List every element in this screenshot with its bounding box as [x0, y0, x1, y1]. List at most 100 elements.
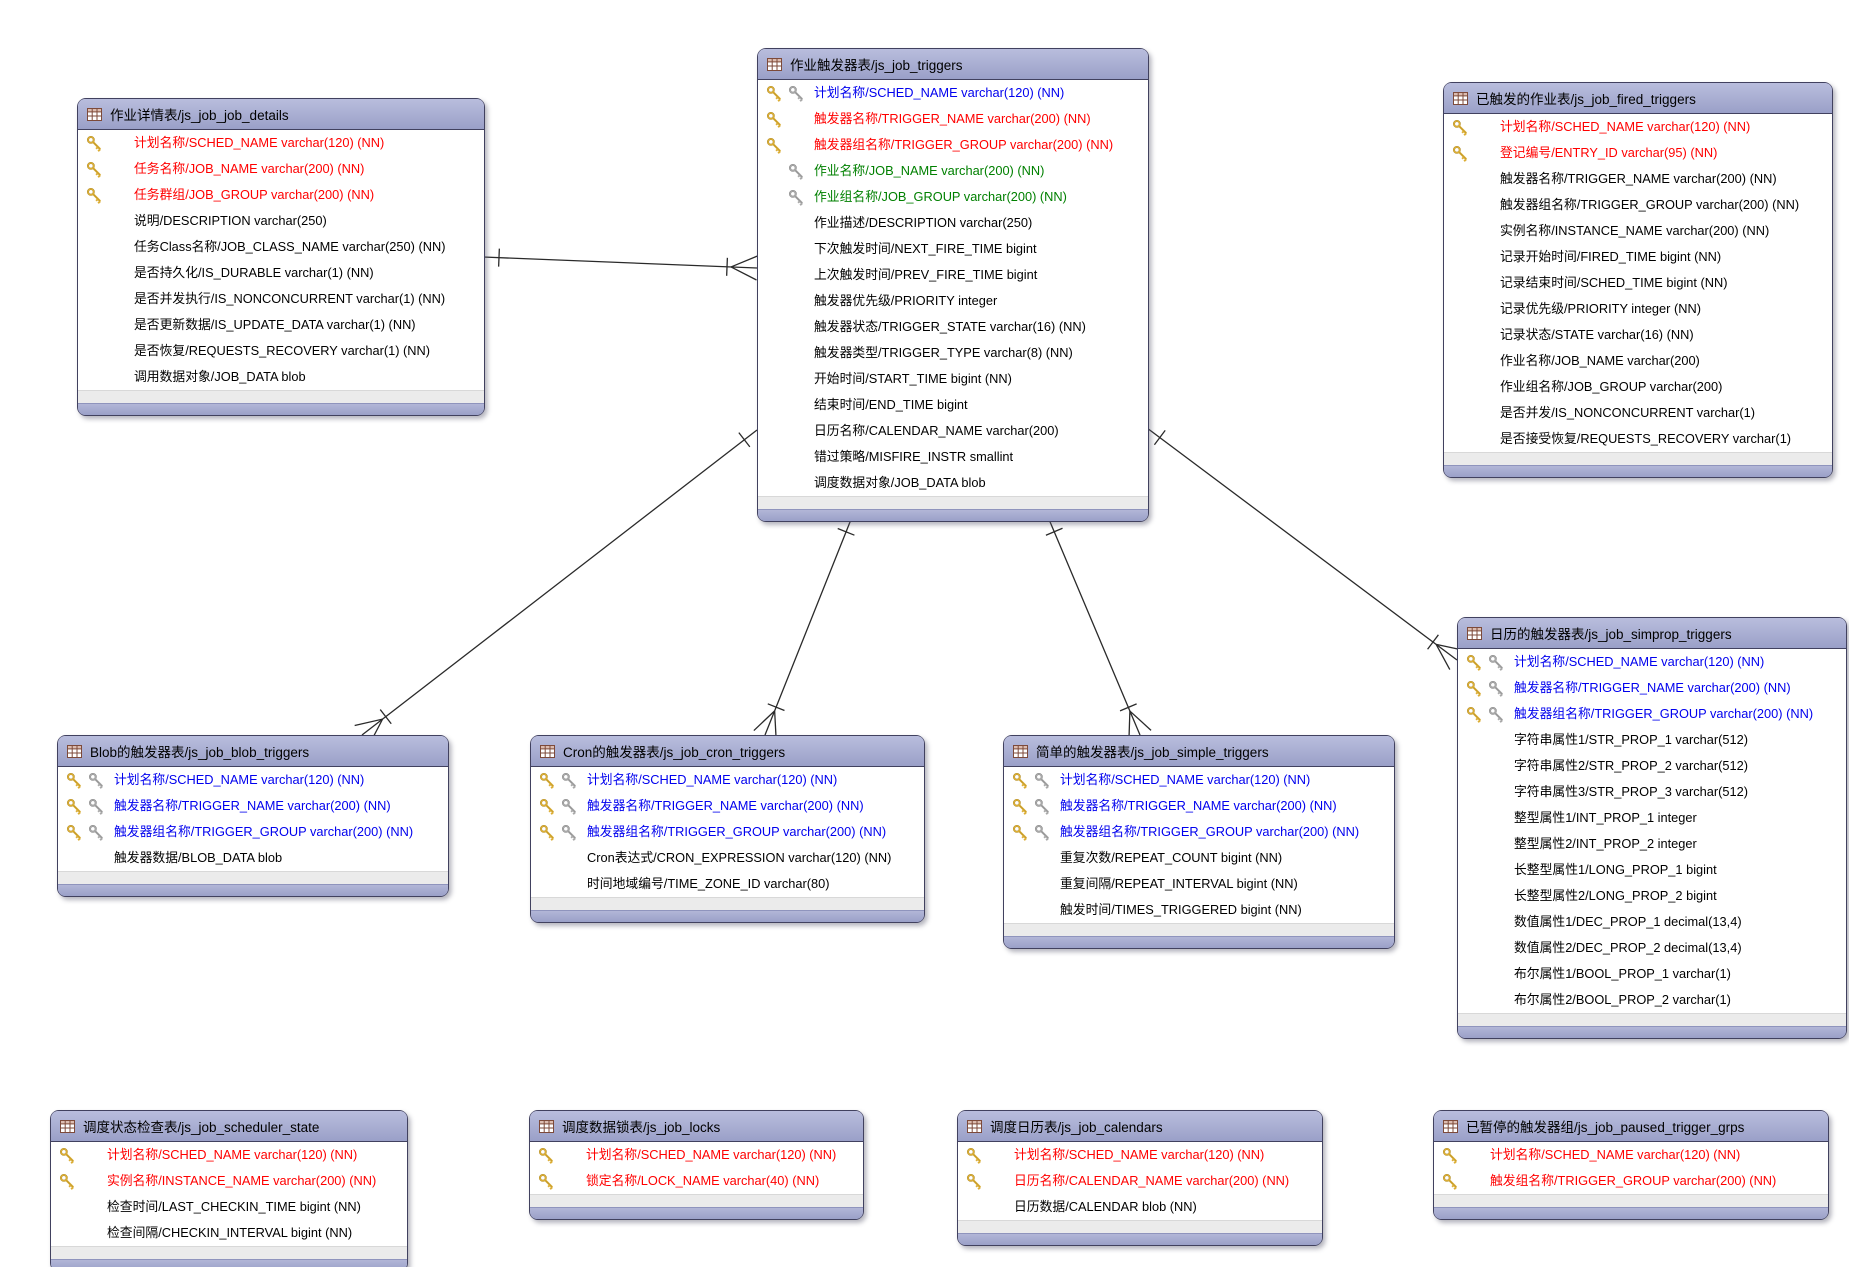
relationship-triggers-blob_triggers[interactable] [354, 429, 758, 745]
table-column-row[interactable]: 字符串属性2/STR_PROP_2 varchar(512) [1458, 753, 1846, 779]
table-column-row[interactable]: 触发器组名称/TRIGGER_GROUP varchar(200) (NN) [1458, 701, 1846, 727]
table-column-row[interactable]: 触发时间/TIMES_TRIGGERED bigint (NN) [1004, 897, 1394, 923]
table-column-row[interactable]: 时间地域编号/TIME_ZONE_ID varchar(80) [531, 871, 924, 897]
relationship-triggers-simprop_triggers[interactable] [1146, 427, 1465, 670]
table-column-row[interactable]: 计划名称/SCHED_NAME varchar(120) (NN) [758, 80, 1148, 106]
table-column-row[interactable]: 任务Class名称/JOB_CLASS_NAME varchar(250) (N… [78, 234, 484, 260]
table-column-row[interactable]: 是否并发执行/IS_NONCONCURRENT varchar(1) (NN) [78, 286, 484, 312]
table-column-row[interactable]: 日历数据/CALENDAR blob (NN) [958, 1194, 1322, 1220]
table-column-row[interactable]: 重复间隔/REPEAT_INTERVAL bigint (NN) [1004, 871, 1394, 897]
table-column-row[interactable]: 计划名称/SCHED_NAME varchar(120) (NN) [78, 130, 484, 156]
table-column-row[interactable]: 触发器名称/TRIGGER_NAME varchar(200) (NN) [1458, 675, 1846, 701]
table-column-row[interactable]: 触发器名称/TRIGGER_NAME varchar(200) (NN) [58, 793, 448, 819]
table-column-row[interactable]: 触发器状态/TRIGGER_STATE varchar(16) (NN) [758, 314, 1148, 340]
table-column-row[interactable]: 触发器名称/TRIGGER_NAME varchar(200) (NN) [531, 793, 924, 819]
table-header[interactable]: 作业触发器表/js_job_triggers [758, 49, 1148, 80]
table-column-row[interactable]: 触发器名称/TRIGGER_NAME varchar(200) (NN) [1004, 793, 1394, 819]
table-column-row[interactable]: 重复次数/REPEAT_COUNT bigint (NN) [1004, 845, 1394, 871]
table-column-row[interactable]: 触发器名称/TRIGGER_NAME varchar(200) (NN) [758, 106, 1148, 132]
table-column-row[interactable]: 检查时间/LAST_CHECKIN_TIME bigint (NN) [51, 1194, 407, 1220]
table-column-row[interactable]: 触发器组名称/TRIGGER_GROUP varchar(200) (NN) [1444, 192, 1832, 218]
table-column-row[interactable]: 布尔属性2/BOOL_PROP_2 varchar(1) [1458, 987, 1846, 1013]
table-column-row[interactable]: 作业组名称/JOB_GROUP varchar(200) (NN) [758, 184, 1148, 210]
table-header[interactable]: 简单的触发器表/js_job_simple_triggers [1004, 736, 1394, 767]
table-column-row[interactable]: 触发器组名称/TRIGGER_GROUP varchar(200) (NN) [758, 132, 1148, 158]
table-column-row[interactable]: 是否接受恢复/REQUESTS_RECOVERY varchar(1) [1444, 426, 1832, 452]
table-header[interactable]: 调度数据锁表/js_job_locks [530, 1111, 863, 1142]
table-column-row[interactable]: 锁定名称/LOCK_NAME varchar(40) (NN) [530, 1168, 863, 1194]
table-column-row[interactable]: 数值属性2/DEC_PROP_2 decimal(13,4) [1458, 935, 1846, 961]
table-header[interactable]: Blob的触发器表/js_job_blob_triggers [58, 736, 448, 767]
table-column-row[interactable]: 记录状态/STATE varchar(16) (NN) [1444, 322, 1832, 348]
table-column-row[interactable]: 日历名称/CALENDAR_NAME varchar(200) (NN) [958, 1168, 1322, 1194]
table-column-row[interactable]: 触发器组名称/TRIGGER_GROUP varchar(200) (NN) [58, 819, 448, 845]
table-column-row[interactable]: 触发组名称/TRIGGER_GROUP varchar(200) (NN) [1434, 1168, 1828, 1194]
table-column-row[interactable]: 计划名称/SCHED_NAME varchar(120) (NN) [51, 1142, 407, 1168]
table-column-row[interactable]: 记录结束时间/SCHED_TIME bigint (NN) [1444, 270, 1832, 296]
table-column-row[interactable]: 数值属性1/DEC_PROP_1 decimal(13,4) [1458, 909, 1846, 935]
table-column-row[interactable]: 计划名称/SCHED_NAME varchar(120) (NN) [1004, 767, 1394, 793]
table-column-row[interactable]: 结束时间/END_TIME bigint [758, 392, 1148, 418]
table-column-row[interactable]: 字符串属性1/STR_PROP_1 varchar(512) [1458, 727, 1846, 753]
table-column-row[interactable]: 下次触发时间/NEXT_FIRE_TIME bigint [758, 236, 1148, 262]
table-column-row[interactable]: 调度数据对象/JOB_DATA blob [758, 470, 1148, 496]
table-header[interactable]: 已暂停的触发器组/js_job_paused_trigger_grps [1434, 1111, 1828, 1142]
table-column-row[interactable]: 触发器优先级/PRIORITY integer [758, 288, 1148, 314]
table-column-row[interactable]: 作业名称/JOB_NAME varchar(200) (NN) [758, 158, 1148, 184]
table-column-row[interactable]: Cron表达式/CRON_EXPRESSION varchar(120) (NN… [531, 845, 924, 871]
table-column-row[interactable]: 作业名称/JOB_NAME varchar(200) [1444, 348, 1832, 374]
table-header[interactable]: 作业详情表/js_job_job_details [78, 99, 484, 130]
table-column-row[interactable]: 计划名称/SCHED_NAME varchar(120) (NN) [531, 767, 924, 793]
table-column-row[interactable]: 是否持久化/IS_DURABLE varchar(1) (NN) [78, 260, 484, 286]
table-column-row[interactable]: 日历名称/CALENDAR_NAME varchar(200) [758, 418, 1148, 444]
table-column-row[interactable]: 计划名称/SCHED_NAME varchar(120) (NN) [530, 1142, 863, 1168]
table-column-row[interactable]: 计划名称/SCHED_NAME varchar(120) (NN) [58, 767, 448, 793]
table-column-row[interactable]: 是否并发/IS_NONCONCURRENT varchar(1) [1444, 400, 1832, 426]
table-column-row[interactable]: 实例名称/INSTANCE_NAME varchar(200) (NN) [51, 1168, 407, 1194]
table-column-row[interactable]: 字符串属性3/STR_PROP_3 varchar(512) [1458, 779, 1846, 805]
table-header[interactable]: 已触发的作业表/js_job_fired_triggers [1444, 83, 1832, 114]
table-column-row[interactable]: 触发器组名称/TRIGGER_GROUP varchar(200) (NN) [531, 819, 924, 845]
relationship-triggers-cron_triggers[interactable] [753, 516, 855, 740]
table-header[interactable]: 调度日历表/js_job_calendars [958, 1111, 1322, 1142]
table-column-row[interactable]: 计划名称/SCHED_NAME varchar(120) (NN) [958, 1142, 1322, 1168]
table-column-row[interactable]: 任务群组/JOB_GROUP varchar(200) (NN) [78, 182, 484, 208]
table-column-row[interactable]: 记录开始时间/FIRED_TIME bigint (NN) [1444, 244, 1832, 270]
table-column-row[interactable]: 计划名称/SCHED_NAME varchar(120) (NN) [1458, 649, 1846, 675]
table-header[interactable]: Cron的触发器表/js_job_cron_triggers [531, 736, 924, 767]
table-column-row[interactable]: 上次触发时间/PREV_FIRE_TIME bigint [758, 262, 1148, 288]
table-column-row[interactable]: 调用数据对象/JOB_DATA blob [78, 364, 484, 390]
table-column-row[interactable]: 开始时间/START_TIME bigint (NN) [758, 366, 1148, 392]
table-column-row[interactable]: 错过策略/MISFIRE_INSTR smallint [758, 444, 1148, 470]
table-column-row[interactable]: 实例名称/INSTANCE_NAME varchar(200) (NN) [1444, 218, 1832, 244]
table-column-row[interactable]: 作业组名称/JOB_GROUP varchar(200) [1444, 374, 1832, 400]
table-column-row[interactable]: 任务名称/JOB_NAME varchar(200) (NN) [78, 156, 484, 182]
table-column-row[interactable]: 作业描述/DESCRIPTION varchar(250) [758, 210, 1148, 236]
table-column-row[interactable]: 记录优先级/PRIORITY integer (NN) [1444, 296, 1832, 322]
table-column-row[interactable]: 长整型属性1/LONG_PROP_1 bigint [1458, 857, 1846, 883]
table-column-row[interactable]: 触发器组名称/TRIGGER_GROUP varchar(200) (NN) [1004, 819, 1394, 845]
table-header[interactable]: 调度状态检查表/js_job_scheduler_state [51, 1111, 407, 1142]
table-column-row[interactable]: 计划名称/SCHED_NAME varchar(120) (NN) [1434, 1142, 1828, 1168]
table-column-row[interactable]: 布尔属性1/BOOL_PROP_1 varchar(1) [1458, 961, 1846, 987]
table-column-row[interactable]: 登记编号/ENTRY_ID varchar(95) (NN) [1444, 140, 1832, 166]
table-column-row[interactable]: 触发器名称/TRIGGER_NAME varchar(200) (NN) [1444, 166, 1832, 192]
table-column-row[interactable]: 是否恢复/REQUESTS_RECOVERY varchar(1) (NN) [78, 338, 484, 364]
table-column-row[interactable]: 触发器类型/TRIGGER_TYPE varchar(8) (NN) [758, 340, 1148, 366]
table-column-row[interactable]: 检查间隔/CHECKIN_INTERVAL bigint (NN) [51, 1220, 407, 1246]
table-column-row[interactable]: 是否更新数据/IS_UPDATE_DATA varchar(1) (NN) [78, 312, 484, 338]
table-column-row[interactable]: 长整型属性2/LONG_PROP_2 bigint [1458, 883, 1846, 909]
relationship-triggers-simple_triggers[interactable] [1045, 516, 1152, 740]
table-column-row[interactable]: 整型属性1/INT_PROP_1 integer [1458, 805, 1846, 831]
